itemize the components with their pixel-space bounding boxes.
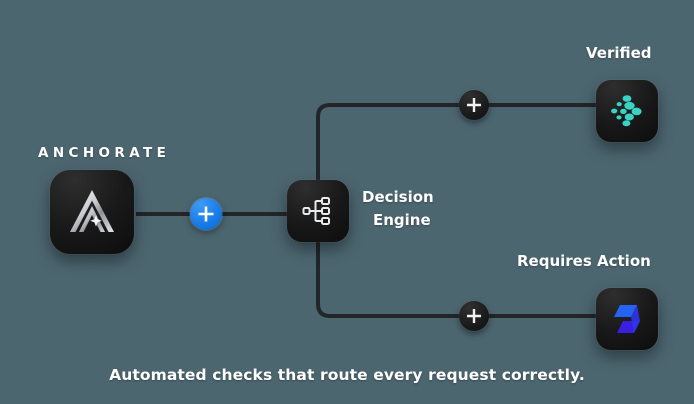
decision-label-line2: Engine	[373, 211, 431, 229]
node-decision-engine[interactable]	[287, 180, 349, 242]
plus-icon	[467, 98, 481, 112]
connector-plus-verified-branch[interactable]	[459, 90, 489, 120]
node-requires-action[interactable]	[596, 288, 658, 350]
decision-label-line1: Decision	[362, 188, 434, 206]
connector-plus-main[interactable]	[190, 198, 222, 230]
node-anchorate-source[interactable]	[50, 170, 134, 254]
plus-icon	[467, 309, 481, 323]
wire-decision-to-requires-action	[316, 240, 598, 318]
node-decision-engine-label: Decision Engine	[362, 186, 434, 232]
connector-plus-requires-action-branch[interactable]	[459, 301, 489, 331]
blue-parallelogram-stack-icon	[614, 305, 640, 333]
anchorate-chevron-logo-icon	[70, 190, 114, 232]
plus-icon	[198, 206, 214, 222]
node-requires-action-label: Requires Action	[517, 252, 651, 270]
brand-label: ANCHORATE	[38, 145, 171, 161]
wire-decision-to-verified	[316, 103, 598, 182]
caption-text: Automated checks that route every reques…	[109, 366, 585, 384]
sitemap-hierarchy-icon	[302, 197, 330, 225]
teal-dot-diamond-icon	[611, 95, 642, 127]
node-verified-label: Verified	[586, 44, 652, 62]
node-verified[interactable]	[596, 80, 658, 142]
